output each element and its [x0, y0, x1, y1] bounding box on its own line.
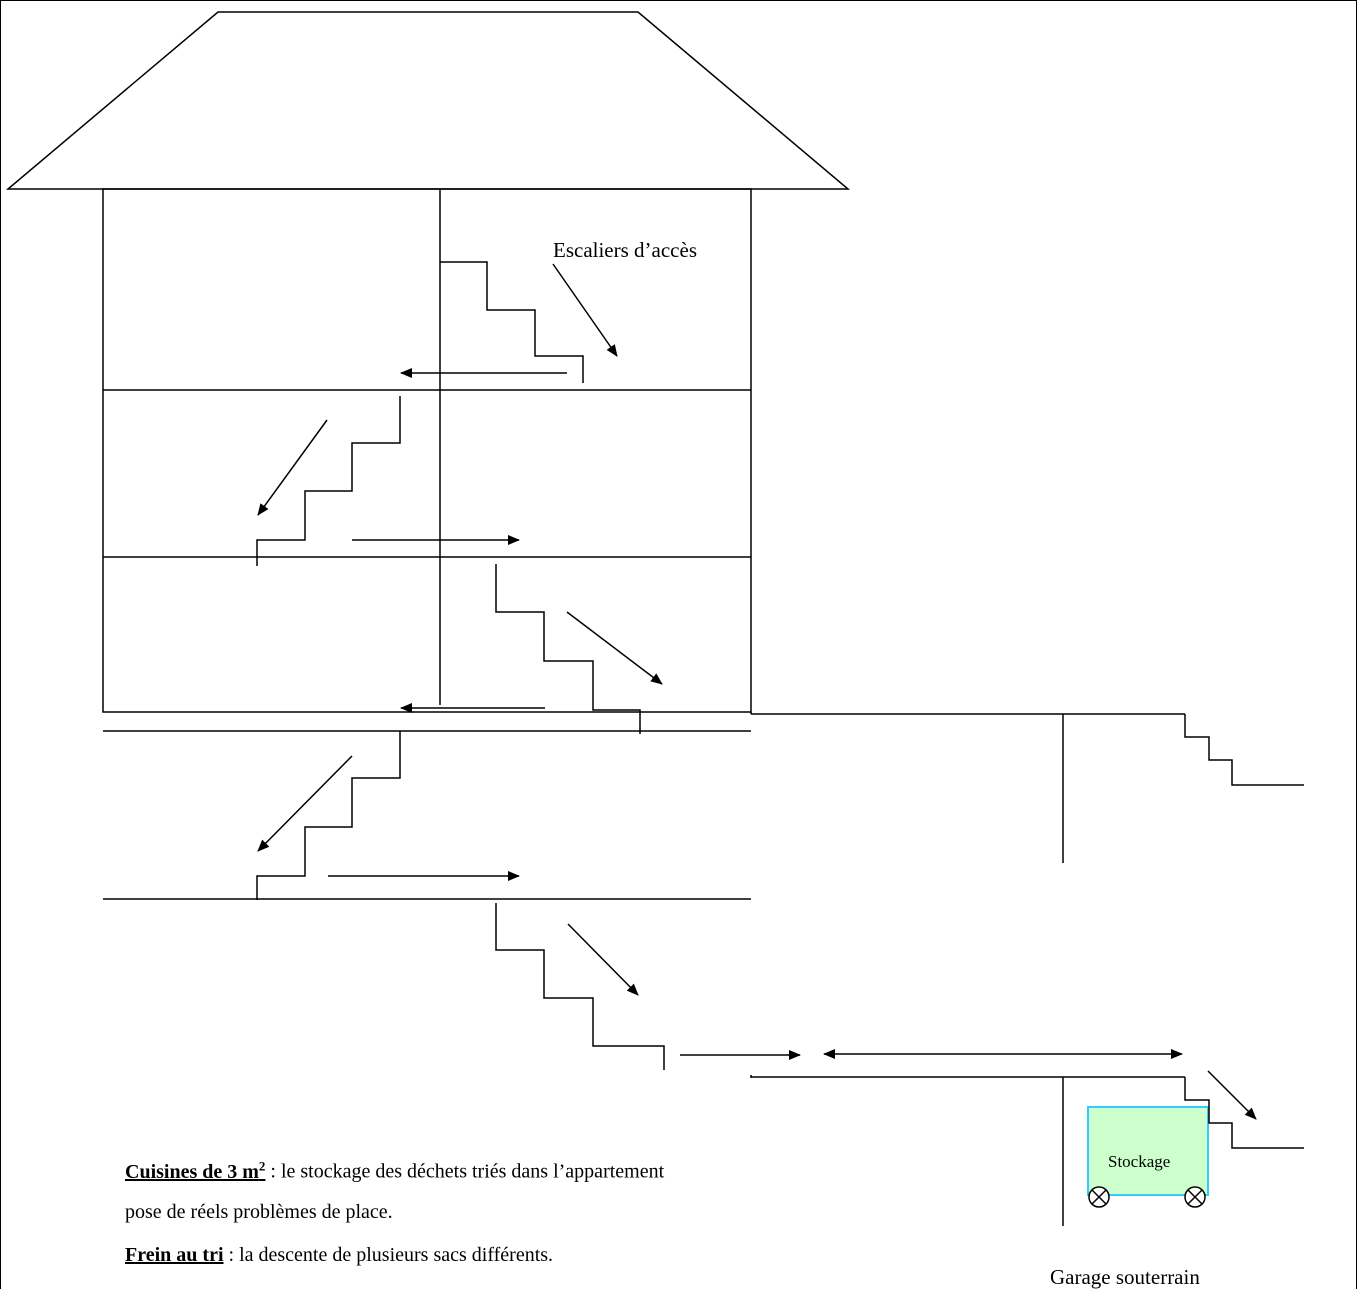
arrow [257, 755, 353, 852]
stairs-label: Escaliers d’accès [553, 238, 697, 262]
arrow [257, 419, 328, 516]
wheel-icon [1184, 1186, 1206, 1208]
staircase [256, 731, 401, 900]
storage-box [1087, 1106, 1209, 1196]
arrow [567, 923, 639, 996]
brake-note: Frein au tri : la descente de plusieurs … [125, 1244, 553, 1267]
kitchen-title: Cuisines de 3 m2 [125, 1158, 266, 1183]
staircase [440, 261, 584, 383]
garage-label: Garage souterrain [1050, 1265, 1200, 1289]
roof [5, 11, 851, 190]
arrow [1207, 1070, 1257, 1120]
wheel-icon [1088, 1186, 1110, 1208]
arrow [566, 611, 663, 685]
staircase [495, 903, 665, 1070]
garage-staircase [1184, 714, 1304, 786]
building-walls [102, 188, 752, 713]
staircase [256, 396, 401, 566]
kitchen-note-line2: pose de réels problèmes de place. [125, 1201, 393, 1223]
storage-label: Stockage [1108, 1152, 1171, 1171]
brake-text: : la descente de plusieurs sacs différen… [223, 1244, 554, 1266]
arrow [552, 263, 618, 357]
kitchen-text: : le stockage des déchets triés dans l’a… [265, 1160, 665, 1183]
kitchen-note: Cuisines de 3 m2 : le stockage des déche… [125, 1158, 664, 1184]
brake-title: Frein au tri [125, 1244, 224, 1266]
staircase [495, 564, 641, 734]
